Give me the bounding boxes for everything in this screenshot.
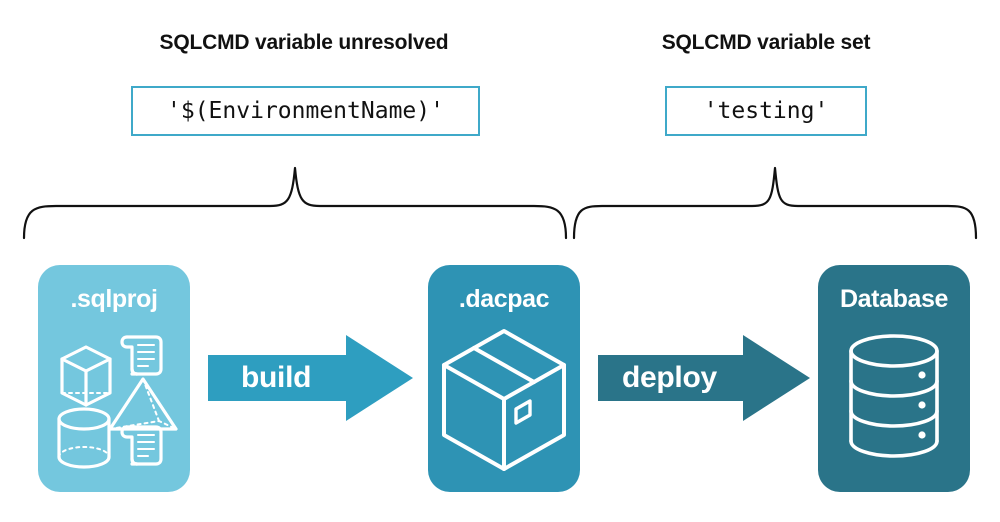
variable-value-box-unresolved: '$(EnvironmentName)' xyxy=(131,86,480,136)
scroll-icon xyxy=(120,335,163,376)
section-heading-set: SQLCMD variable set xyxy=(661,31,871,54)
arrow-deploy: deploy xyxy=(598,333,810,423)
arrow-build-shape xyxy=(208,335,413,421)
section-heading-unresolved: SQLCMD variable unresolved xyxy=(159,31,449,54)
scroll-icon xyxy=(120,425,163,466)
cylinder-icon xyxy=(57,407,111,469)
database-artwork xyxy=(849,334,939,458)
arrow-build: build xyxy=(208,333,413,423)
arrow-deploy-shape xyxy=(598,335,810,421)
arrow-deploy-label: deploy xyxy=(622,361,717,394)
brace-unresolved xyxy=(22,166,568,240)
brace-set xyxy=(572,166,978,240)
pyramid-icon xyxy=(108,377,178,431)
variable-value-box-set: 'testing' xyxy=(665,86,867,136)
stage-label-sqlproj: .sqlproj xyxy=(70,285,158,313)
arrow-build-label: build xyxy=(241,361,312,394)
sqlproj-artwork xyxy=(57,335,178,469)
stage-box-dacpac: .dacpac xyxy=(428,265,580,492)
stage-box-sqlproj: .sqlproj xyxy=(38,265,190,492)
stage-box-database: Database xyxy=(818,265,970,492)
database-cylinder-icon xyxy=(849,334,939,458)
dacpac-artwork xyxy=(442,329,566,471)
stage-label-dacpac: .dacpac xyxy=(458,285,550,313)
cube-icon xyxy=(60,345,112,407)
package-box-icon xyxy=(442,329,566,471)
stage-label-database: Database xyxy=(840,285,948,313)
